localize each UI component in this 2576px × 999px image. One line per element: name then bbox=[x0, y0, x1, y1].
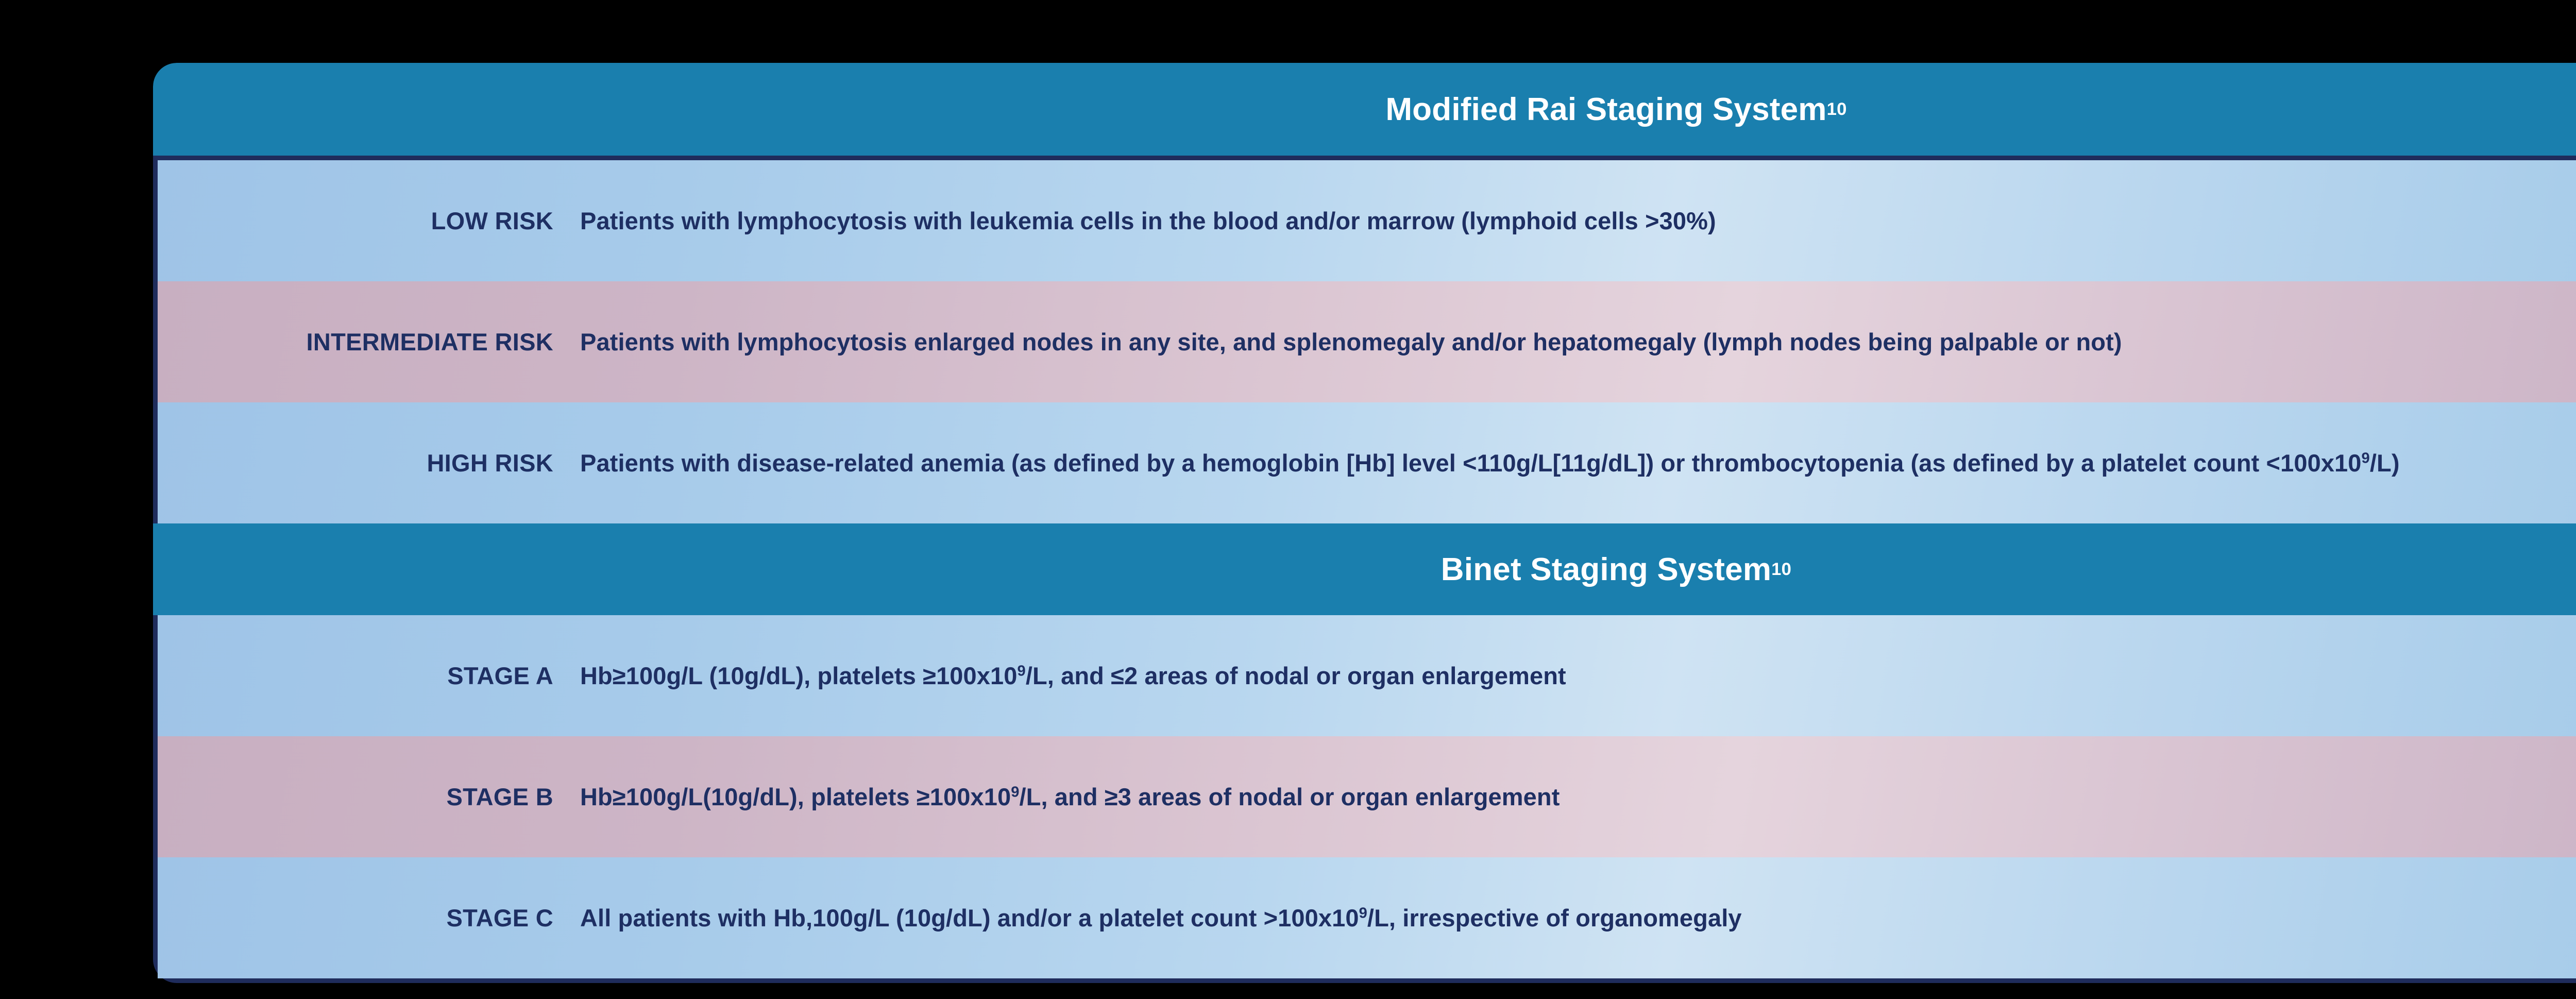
row-text-main: Patients with lymphocytosis with leukemi… bbox=[580, 207, 1716, 234]
row-text-intermediate-risk: Patients with lymphocytosis enlarged nod… bbox=[580, 328, 2576, 356]
row-text-main: Patients with disease-related anemia (as… bbox=[580, 449, 2362, 477]
row-label-stage-a: STAGE A bbox=[447, 662, 553, 689]
table-row: HIGH RISK Patients with disease-related … bbox=[158, 402, 2576, 523]
table-row: LOW RISK Patients with lymphocytosis wit… bbox=[158, 160, 2576, 281]
table-row: STAGE A Hb≥100g/L (10g/dL), platelets ≥1… bbox=[158, 615, 2576, 736]
row-text-tail: /L, and ≥3 areas of nodal or organ enlar… bbox=[1019, 783, 1560, 810]
row-text-main: Hb≥100g/L (10g/dL), platelets ≥100x10 bbox=[580, 662, 1018, 689]
row-text-main: Hb≥100g/L(10g/dL), platelets ≥100x10 bbox=[580, 783, 1011, 810]
row-text-high-risk: Patients with disease-related anemia (as… bbox=[580, 449, 2576, 477]
table-row: STAGE C All patients with Hb,100g/L (10g… bbox=[158, 857, 2576, 978]
row-label-high-risk: HIGH RISK bbox=[427, 449, 553, 477]
row-label-low-risk: LOW RISK bbox=[431, 207, 553, 234]
row-text-tail: /L, and ≤2 areas of nodal or organ enlar… bbox=[1025, 662, 1566, 689]
row-text-superscript: 9 bbox=[1017, 663, 1026, 680]
binet-rows-block: STAGE A Hb≥100g/L (10g/dL), platelets ≥1… bbox=[153, 615, 2576, 983]
row-text-stage-b: Hb≥100g/L(10g/dL), platelets ≥100x109/L,… bbox=[580, 783, 2576, 811]
row-label-intermediate-risk: INTERMEDIATE RISK bbox=[306, 328, 553, 355]
binet-header-title: Binet Staging System bbox=[1440, 551, 1772, 587]
rai-rows-block: LOW RISK Patients with lymphocytosis wit… bbox=[153, 156, 2576, 523]
row-label-stage-c: STAGE C bbox=[446, 904, 553, 932]
table-row: STAGE B Hb≥100g/L(10g/dL), platelets ≥10… bbox=[158, 736, 2576, 857]
row-label-stage-b: STAGE B bbox=[446, 783, 553, 810]
row-text-tail: /L) bbox=[2369, 449, 2400, 477]
rai-header-title: Modified Rai Staging System bbox=[1385, 91, 1827, 127]
row-text-stage-a: Hb≥100g/L (10g/dL), platelets ≥100x109/L… bbox=[580, 662, 2576, 690]
row-text-tail: /L, irrespective of organomegaly bbox=[1367, 904, 1742, 932]
row-text-low-risk: Patients with lymphocytosis with leukemi… bbox=[580, 207, 2576, 235]
row-text-main: Patients with lymphocytosis enlarged nod… bbox=[580, 328, 2122, 355]
row-text-stage-c: All patients with Hb,100g/L (10g/dL) and… bbox=[580, 904, 2576, 932]
row-text-superscript: 9 bbox=[2361, 450, 2370, 467]
row-text-superscript: 9 bbox=[1359, 905, 1367, 922]
table-row: INTERMEDIATE RISK Patients with lymphocy… bbox=[158, 281, 2576, 402]
row-text-main: All patients with Hb,100g/L (10g/dL) and… bbox=[580, 904, 1359, 932]
row-text-superscript: 9 bbox=[1011, 784, 1020, 801]
